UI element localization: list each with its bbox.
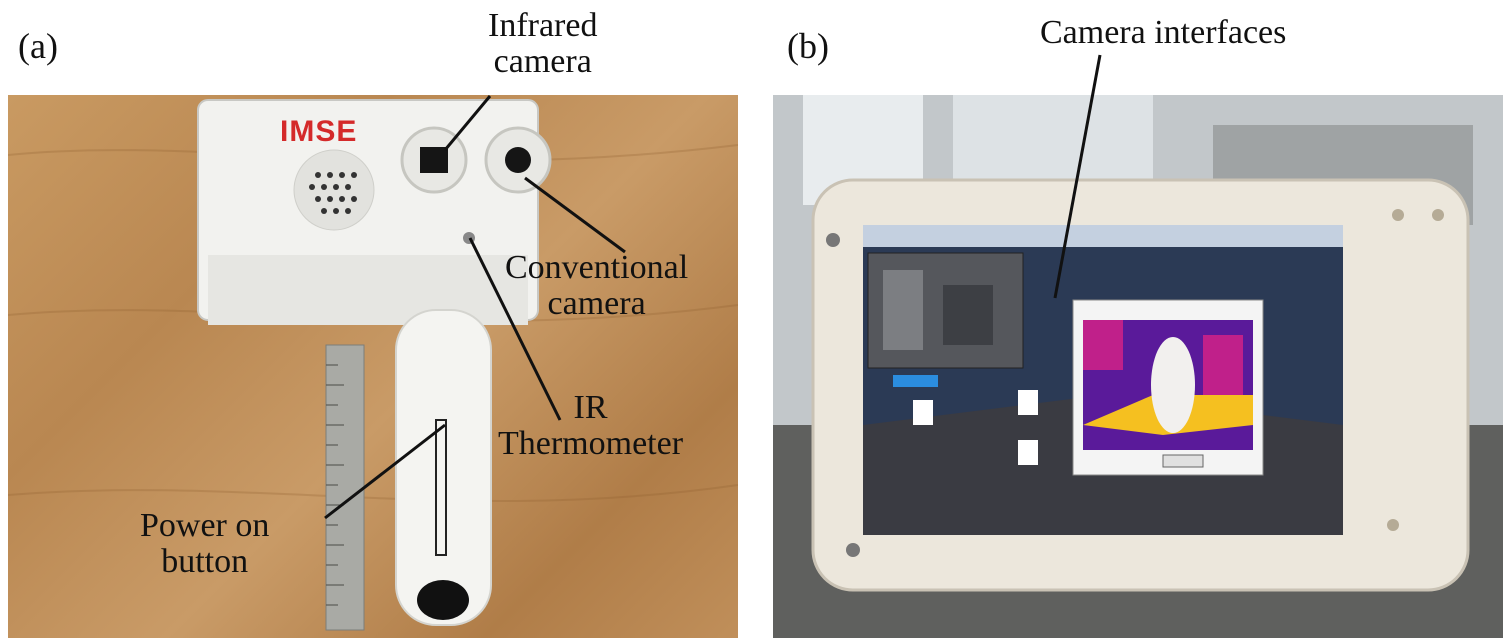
conventional-camera-label: Conventional camera [505,249,689,322]
ir-thermometer-label: IR Thermometer [498,389,684,462]
speaker-grille [309,172,357,214]
power-button-label: Power on button [140,507,270,580]
panel-b-label: (b) [787,26,829,66]
ir-thermometer-sensor [463,232,475,244]
device-logo: IMSE [280,115,358,148]
camera-interfaces-label: Camera interfaces [1040,14,1287,51]
device-illustration [8,99,738,631]
device-handle [395,309,492,626]
photo-device: IMSE [8,95,738,638]
infrared-camera-label: Infrared camera [488,7,598,80]
ruler [325,344,365,631]
screen-illustration [773,95,1503,638]
photo-screen [773,95,1503,638]
panel-a-label: (a) [18,26,58,66]
